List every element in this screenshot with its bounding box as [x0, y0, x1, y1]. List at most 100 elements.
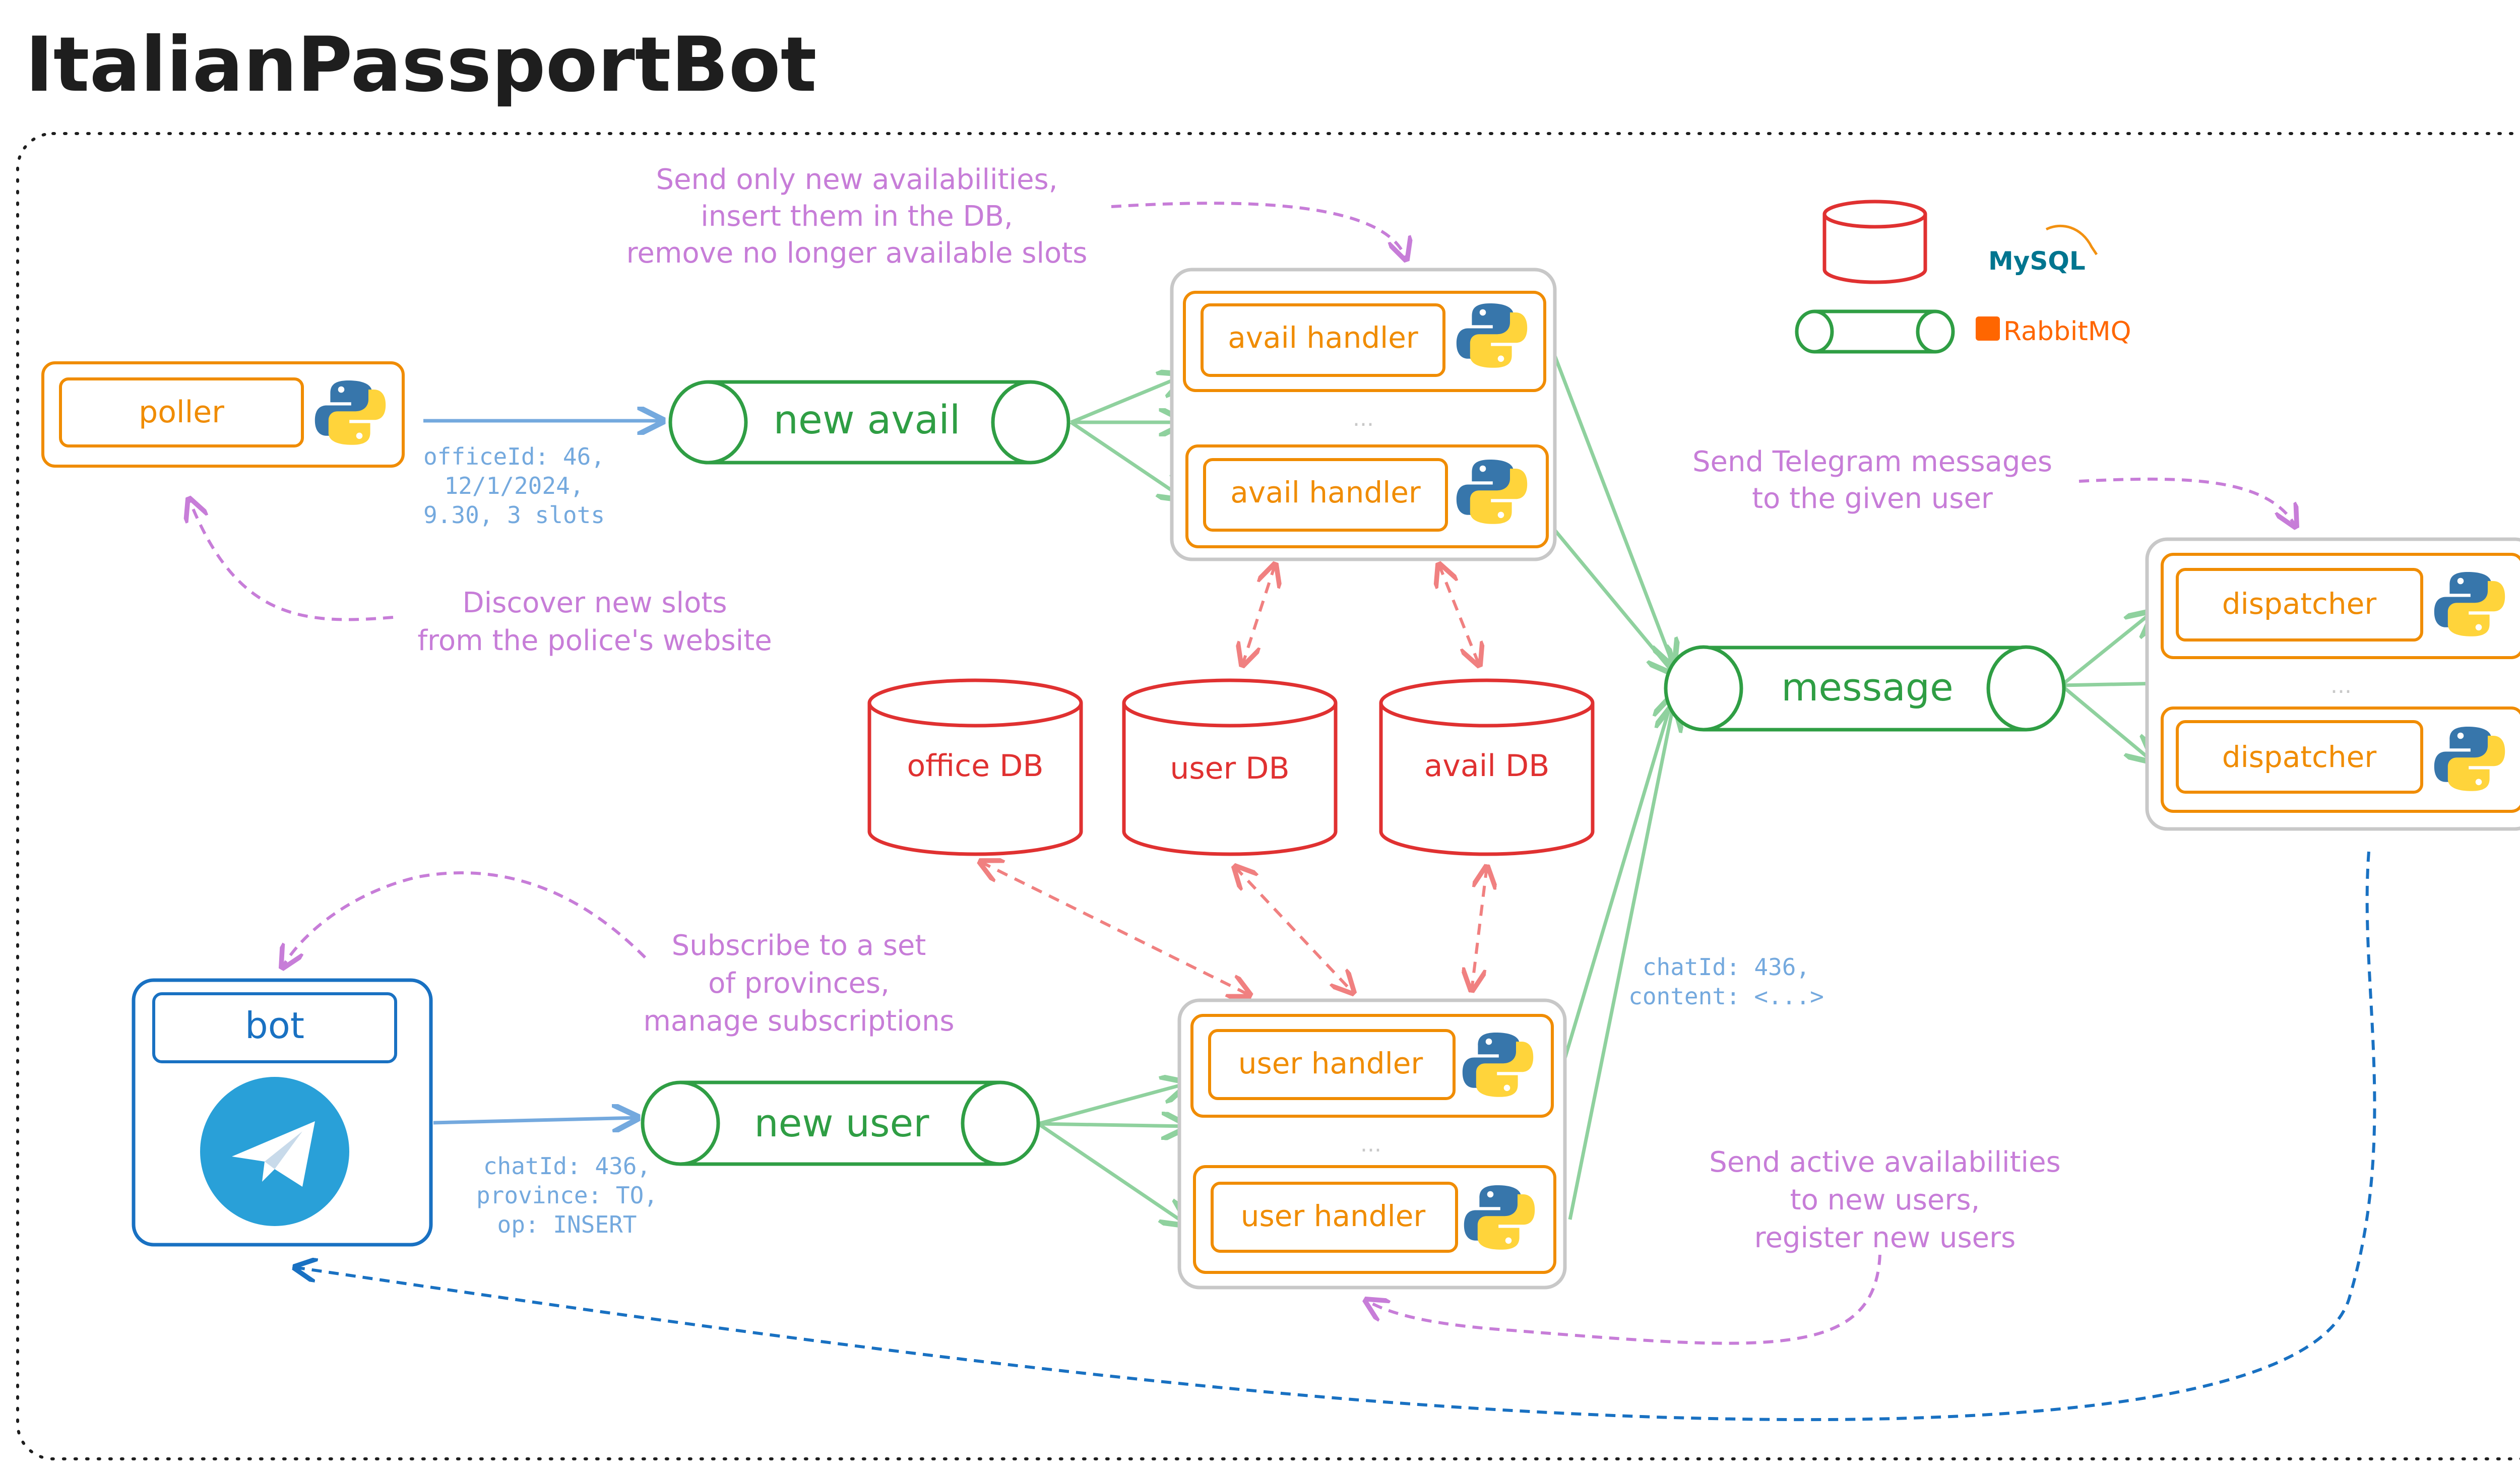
note-line: Send active availabilities: [1709, 1146, 2060, 1179]
legend-db-top: [1822, 200, 1927, 229]
note-line: to the given user: [1752, 482, 1993, 515]
dispatcher-2-label: dispatcher: [2222, 740, 2377, 774]
db-top: [1379, 678, 1595, 728]
note-line: from the police's website: [417, 624, 772, 657]
avail-db: avail DB: [1379, 678, 1595, 856]
avail-handler-1-container: [1183, 291, 1546, 392]
note-line: Subscribe to a set: [672, 929, 926, 962]
payload-line: chatId: 436,: [483, 1152, 651, 1180]
db-body: [1122, 703, 1338, 856]
queue-message: message: [1664, 645, 2066, 732]
note-line: Send only new availabilities,: [656, 163, 1057, 196]
dispatcher-group: dispatcher ... dispatcher: [2145, 537, 2520, 831]
db-label: office DB: [907, 748, 1043, 784]
note-poller: Discover new slots from the police's web…: [417, 587, 772, 657]
note-line: Send Telegram messages: [1692, 445, 2052, 478]
avail-handler-2-container: [1185, 444, 1549, 548]
annotation-arrows: [189, 202, 2296, 1345]
dispatcher-2-label-box: [2176, 720, 2423, 794]
queue-label: new user: [754, 1101, 929, 1145]
user-handler-1-label: user handler: [1238, 1046, 1423, 1080]
queue-body: [680, 1080, 1000, 1166]
office-db: office DB: [867, 678, 1083, 856]
poller-container: [41, 361, 405, 468]
note-bot: Subscribe to a set of provinces, manage …: [643, 929, 954, 1038]
bot-label-box: [152, 992, 397, 1063]
arrow-message-to-dispatcher-2: [2060, 684, 2152, 761]
db-label: avail DB: [1424, 748, 1550, 784]
avail-handler-1-label: avail handler: [1228, 320, 1418, 355]
note-avail-handler: Send only new availabilities, insert the…: [626, 163, 1088, 270]
payload-avail: officeId: 46, 12/1/2024, 9.30, 3 slots: [423, 443, 605, 529]
queue-right-cap: [961, 1080, 1040, 1166]
queue-left-cap: [1664, 645, 1743, 732]
payload-line: officeId: 46,: [423, 443, 605, 470]
dispatcher-1-label: dispatcher: [2222, 587, 2377, 621]
payload-line: content: <...>: [1628, 983, 1824, 1010]
arrow-new-avail-to-handler-1: [1070, 375, 1184, 424]
dispatcher-1-container: [2161, 553, 2520, 659]
arrow-avail-db-to-user-handler: [1472, 867, 1487, 990]
legend: MySQL RabbitMQ: [1795, 200, 2131, 354]
bot-service: bot: [132, 978, 433, 1247]
page-title: ItalianPassportBot: [25, 21, 816, 109]
note-line: remove no longer available slots: [626, 237, 1088, 270]
arrow-user-handler-1-to-message: [1563, 695, 1673, 1059]
avail-ellipsis: ...: [1353, 406, 1374, 431]
payload-line: province: TO,: [476, 1182, 658, 1209]
queue-right-cap: [1986, 645, 2066, 732]
poller-label: poller: [139, 395, 224, 430]
db-top: [867, 678, 1083, 728]
payload-line: 9.30, 3 slots: [423, 501, 605, 529]
bot-label: bot: [245, 1004, 304, 1047]
queue-body: [708, 380, 1031, 465]
payload-user: chatId: 436, province: TO, op: INSERT: [476, 1152, 658, 1238]
user-ellipsis: ...: [1360, 1131, 1381, 1157]
poller-service: poller: [41, 361, 405, 468]
legend-queue-left: [1795, 309, 1834, 354]
queue-right-cap: [991, 380, 1070, 465]
note-arrow-user-handler: [1366, 1254, 1881, 1345]
arrow-avail-handler-to-avail-db: [1439, 564, 1479, 665]
avail-handler-2-label: avail handler: [1230, 475, 1421, 509]
telegram-fold: [265, 1131, 302, 1169]
db-body: [1379, 703, 1595, 856]
arrow-dispatcher-to-bot: [295, 851, 2376, 1422]
arrow-office-db-to-user-handler: [980, 862, 1250, 995]
payload-message: chatId: 436, content: <...>: [1628, 953, 1824, 1010]
dispatcher-ellipsis: ...: [2330, 673, 2352, 698]
user-handler-1-label-box: [1208, 1029, 1456, 1100]
note-line: to new users,: [1790, 1184, 1980, 1216]
mysql-dolphin-icon: [2045, 224, 2098, 255]
poller-label-box: [59, 377, 304, 447]
queue-left-cap: [641, 1080, 720, 1166]
avail-handler-2-label-box: [1203, 458, 1448, 532]
payload-line: 12/1/2024,: [445, 472, 584, 499]
note-line: manage subscriptions: [643, 1005, 954, 1038]
arrow-message-to-dispatcher-1: [2060, 612, 2152, 687]
arrow-bot-to-new-user: [433, 1118, 638, 1123]
note-line: Discover new slots: [463, 587, 727, 619]
avail-handler-1-label-box: [1201, 303, 1445, 377]
note-arrow-poller: [189, 499, 394, 621]
note-user-handler: Send active availabilities to new users,…: [1709, 1146, 2060, 1254]
arrow-user-db-to-user-handler: [1235, 867, 1353, 993]
queue-new-avail: new avail: [668, 380, 1070, 465]
arrow-new-user-to-handler-mid: [1038, 1124, 1187, 1126]
connectors: [295, 342, 2376, 1422]
note-arrow-dispatcher: [2078, 477, 2296, 527]
user-handler-2-label-box: [1211, 1182, 1458, 1253]
legend-queue-body: [1814, 309, 1935, 354]
rabbitmq-logo: RabbitMQ: [2003, 316, 2131, 347]
note-line: of provinces,: [708, 967, 890, 1000]
queue-label: message: [1781, 665, 1954, 710]
db-label: user DB: [1170, 751, 1289, 786]
arrow-user-handler-2-to-message: [1568, 706, 1673, 1220]
user-handler-2-label: user handler: [1241, 1199, 1426, 1233]
system-boundary: [16, 132, 2520, 1460]
dispatcher-1-label-box: [2176, 568, 2423, 642]
arrow-avail-handler-2-to-message: [1548, 523, 1673, 673]
telegram-plane-icon: [232, 1121, 315, 1187]
db-body: [867, 703, 1083, 856]
